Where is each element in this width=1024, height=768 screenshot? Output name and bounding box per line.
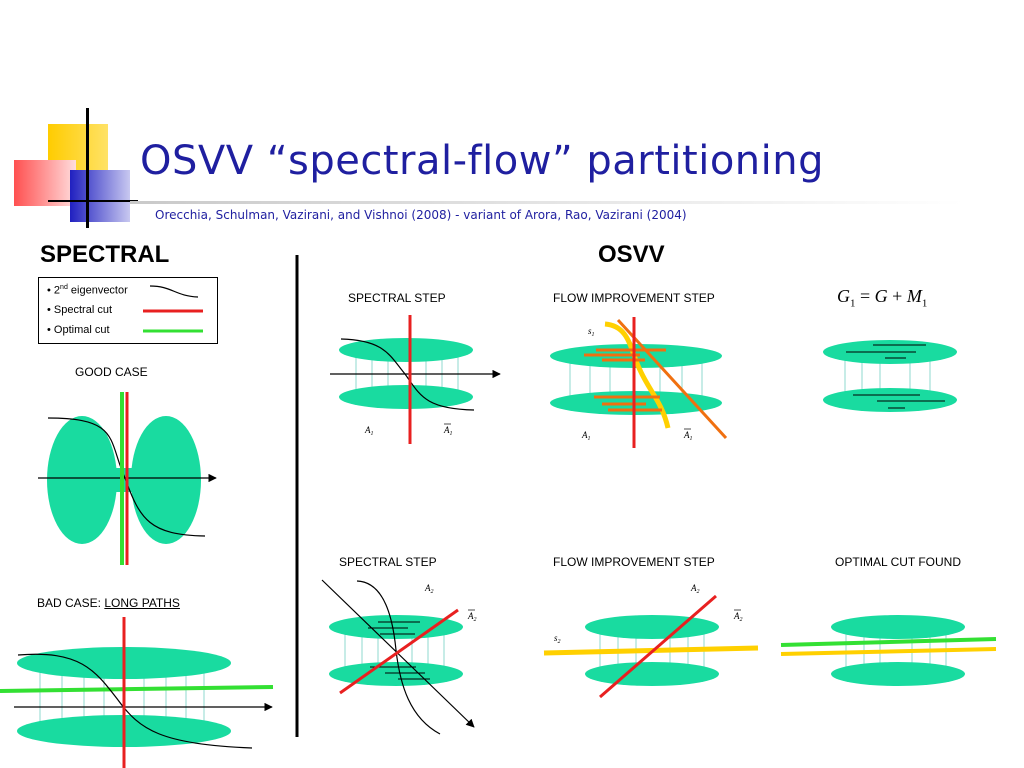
legend-eigenvector-sample	[149, 285, 199, 298]
legend-bullet: •	[47, 304, 51, 316]
label-a2: A2	[424, 583, 434, 595]
row1-g1-diagram	[823, 340, 957, 412]
title-underline	[130, 201, 964, 204]
formula-g: G	[874, 286, 888, 306]
good-case-label: GOOD CASE	[75, 365, 148, 379]
label-s1: s1	[588, 326, 595, 338]
row2-flow-step-label: FLOW IMPROVEMENT STEP	[553, 555, 715, 569]
legend-item-optimal-cut: • Optimal cut	[47, 324, 110, 336]
label-a1-bar: A1	[443, 425, 453, 437]
label-a1-bar-flow: A1	[683, 430, 693, 442]
formula-g1: G1 = G + M1	[837, 286, 927, 310]
row2-optimal-diagram	[780, 615, 997, 686]
legend-bullet: •	[47, 324, 51, 336]
formula-sub: 1	[850, 297, 856, 310]
slide-title: OSVV “spectral-flow” partitioning	[140, 138, 824, 184]
row1-flow-step-label: FLOW IMPROVEMENT STEP	[553, 291, 715, 305]
spectral-heading: SPECTRAL	[40, 241, 170, 268]
osvv-heading: OSVV	[598, 241, 665, 268]
legend-text: Optimal cut	[53, 324, 110, 336]
formula-plus: +	[887, 286, 907, 306]
legend-sup: nd	[60, 284, 68, 291]
row2-spectral-diagram	[321, 579, 475, 735]
legend-item-eigenvector: • 2nd eigenvector	[47, 284, 128, 297]
bad-case-link: LONG PATHS	[104, 596, 180, 610]
formula-m: M	[906, 286, 922, 306]
label-a1-flow: A1	[581, 430, 591, 442]
horizontal-line	[48, 200, 138, 202]
label-a2-flow: A2	[690, 583, 700, 595]
slide-subtitle: Orecchia, Schulman, Vazirani, and Vishno…	[155, 208, 687, 222]
formula-eq: =	[855, 286, 875, 306]
legend-item-spectral-cut: • Spectral cut	[47, 304, 112, 316]
legend-text: 2	[53, 284, 61, 297]
formula-sub: 1	[921, 297, 928, 310]
row2-flow-diagram	[543, 594, 759, 699]
label-a2-bar-flow: A2	[733, 611, 743, 623]
row2-spectral-step-label: SPECTRAL STEP	[339, 555, 437, 569]
legend-text: Spectral cut	[53, 304, 113, 316]
formula-g: G	[837, 286, 850, 306]
math-labels: A1 A1 A1 A1 s1 A2 A2 A2 A2 s2	[364, 326, 743, 645]
bad-case-prefix: BAD CASE:	[37, 596, 105, 610]
vertical-line	[86, 108, 89, 228]
bad-case-diagram	[0, 617, 274, 768]
legend-bullet: •	[47, 284, 51, 297]
label-a1: A1	[364, 425, 374, 437]
row1-spectral-diagram	[330, 315, 501, 444]
logo-decoration	[12, 108, 142, 228]
label-s2: s2	[554, 633, 561, 645]
red-square	[14, 160, 76, 206]
bad-case-label: BAD CASE: LONG PATHS	[37, 596, 180, 610]
blue-square	[70, 170, 130, 222]
row1-flow-diagram	[550, 317, 728, 448]
optimal-cut-found-label: OPTIMAL CUT FOUND	[835, 555, 962, 569]
row1-spectral-step-label: SPECTRAL STEP	[348, 291, 446, 305]
good-case-diagram	[38, 392, 217, 565]
legend-text: eigenvector	[67, 284, 128, 297]
label-a2-bar: A2	[467, 611, 477, 623]
